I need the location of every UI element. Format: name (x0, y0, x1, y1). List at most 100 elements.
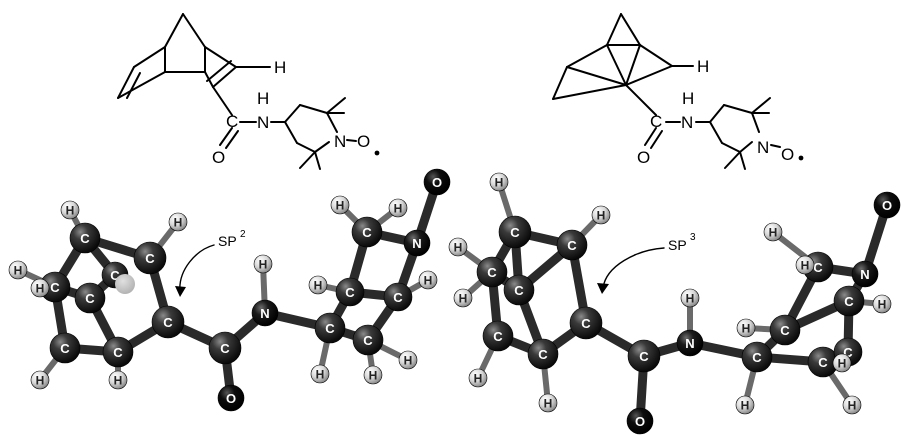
right-hydrogen-atom (872, 294, 892, 314)
right-atom-label: C (843, 345, 853, 360)
left-o-carbonyl: O (212, 148, 225, 167)
left-h-vinyl: H (274, 58, 286, 77)
right-hydrogen-atom (735, 395, 755, 415)
left-hydrogen-atom (30, 370, 50, 390)
left-atom-label: C (50, 280, 60, 295)
right-atom-label: O (635, 414, 645, 429)
right-hydrogen-atom (591, 205, 611, 225)
left-carbon-atom (49, 332, 81, 364)
right-o-carbonyl: O (637, 148, 650, 167)
left-atom-label: C (325, 321, 335, 336)
right-oxygen-atom (626, 407, 654, 435)
right-atom-label: C (818, 355, 828, 370)
right-hydrogen-atom (453, 288, 473, 308)
left-hydrogen-atom (60, 200, 80, 220)
right-atom-label: C (514, 283, 524, 298)
right-oxygen-atom (873, 191, 901, 219)
right-n-amide: N (681, 113, 693, 132)
right-atom-label: C (780, 323, 790, 338)
right-atom-label: H (686, 292, 695, 306)
left-nitrogen-atom (251, 299, 279, 327)
left-hydrogen-atom (330, 195, 350, 215)
left-n-amide: N (257, 113, 269, 132)
left-carbon-atom (383, 282, 413, 312)
left-atom-label: H (66, 204, 75, 218)
right-hydrogen-atom (795, 255, 815, 275)
right-atom-label: H (742, 322, 751, 336)
right-hydrogen-atom (468, 368, 488, 388)
right-carbon-atom (476, 256, 508, 288)
left-atom-label: H (114, 374, 123, 388)
left-hydrogen-atom (308, 275, 328, 295)
right-sp3-annotation: SP 3 (597, 232, 696, 294)
right-sp-label: SP (668, 237, 687, 253)
left-n-ring: N (334, 132, 346, 151)
right-sp-superscript: 3 (690, 232, 696, 243)
left-atom-label: H (259, 258, 268, 272)
left-carbon-atom (69, 222, 101, 254)
right-carbon-atom (498, 215, 532, 249)
left-structure-2d: H C O N H N O (117, 13, 380, 170)
left-atom-label: C (145, 251, 155, 266)
left-atom-label: H (14, 264, 23, 278)
left-atom-label: O (226, 391, 236, 406)
left-hydrogen-atom (310, 364, 330, 384)
right-atom-label: C (510, 225, 520, 240)
left-carbon-atom (351, 216, 383, 248)
right-atom-label: H (838, 357, 847, 371)
right-sp-arrow (602, 247, 665, 289)
left-carbon-atom (133, 241, 167, 275)
right-atom-label: C (567, 238, 577, 253)
left-hydrogen-atom (253, 254, 273, 274)
left-radical-dot (374, 150, 380, 156)
left-carbon-atom (151, 305, 185, 339)
right-nitrogen-atom (676, 329, 704, 357)
left-nitrogen-atom (403, 229, 431, 257)
left-atom-label: C (80, 231, 90, 246)
left-atom-label: C (362, 225, 372, 240)
left-carbon-atom (102, 336, 134, 368)
right-c-carbonyl: C (650, 112, 662, 131)
right-atom-label: H (741, 399, 750, 413)
left-atom-label: H (314, 279, 323, 293)
left-carbon-atom (74, 282, 106, 314)
right-carbon-atom (556, 229, 588, 261)
left-atom-label: N (412, 236, 421, 251)
right-carbon-atom (569, 306, 603, 340)
right-carbon-atom (769, 314, 801, 346)
right-hydrogen-atom (842, 395, 862, 415)
right-atom-label: H (597, 209, 606, 223)
right-atom-label: H (848, 399, 857, 413)
left-hydrogen-atom (418, 270, 438, 290)
right-h-amide: H (682, 89, 694, 108)
right-carbon-atom (833, 285, 865, 317)
left-atom-label: C (345, 285, 355, 300)
right-atom-label: N (685, 336, 694, 351)
left-oxygen-atom (423, 168, 451, 196)
left-atom-label: H (336, 199, 345, 213)
left-atom-label: N (260, 306, 269, 321)
right-atom-label: C (493, 329, 503, 344)
left-hydrogen-atom (8, 260, 28, 280)
right-hydrogen-atom (736, 318, 756, 338)
right-hydrogen-atom (489, 172, 509, 192)
left-c-carbonyl: C (226, 112, 238, 131)
left-atom-label: C (163, 315, 173, 330)
right-hydrogen-atom (538, 393, 558, 413)
left-carbon-atom (352, 324, 384, 356)
left-hidden-atom (115, 274, 135, 294)
right-atom-label: H (544, 397, 553, 411)
left-atom-label: C (85, 291, 95, 306)
left-sp-superscript: 2 (240, 229, 246, 240)
left-sp2-annotation: SP 2 (175, 229, 246, 297)
right-carbon-atom (503, 274, 535, 306)
left-atom-label: H (369, 369, 378, 383)
right-atom-label: O (882, 198, 892, 213)
left-atom-label: H (394, 202, 403, 216)
right-o-radical: O (781, 145, 794, 164)
left-carbon-atom (314, 312, 346, 344)
right-carbon-atom (741, 341, 773, 373)
right-atom-label: H (495, 176, 504, 190)
